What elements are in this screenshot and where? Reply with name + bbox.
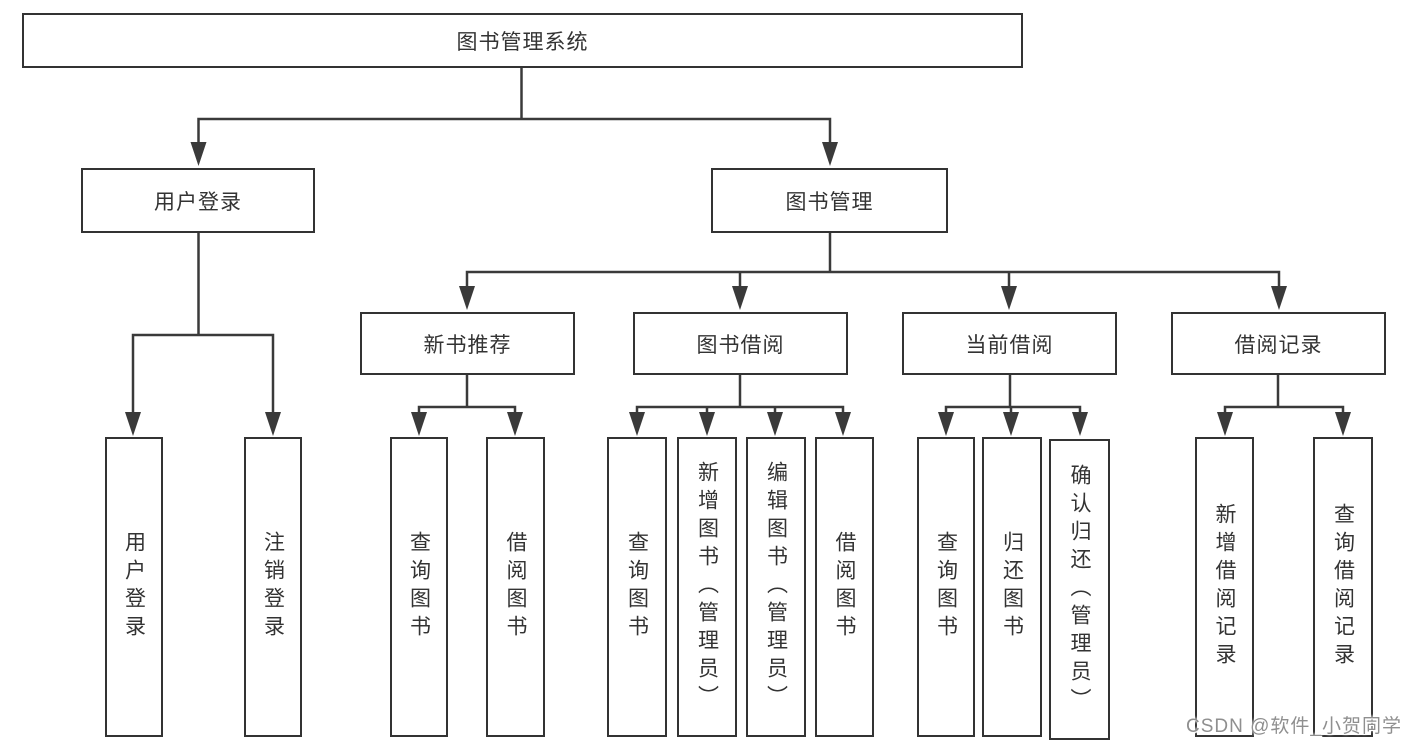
arrowhead-icon: [732, 286, 748, 310]
leaf-query-borrow-record: 查询借阅记录: [1313, 437, 1373, 737]
connector-user-login-branch: [131, 232, 275, 416]
arrowhead-icon: [459, 286, 475, 310]
connector-current-borrow-branch: [944, 374, 1082, 416]
arrowhead-icon: [938, 412, 954, 436]
arrowhead-icon: [822, 142, 838, 166]
arrowhead-icon: [507, 412, 523, 436]
node-current-borrowing: 当前借阅: [902, 312, 1117, 375]
arrowhead-icon: [190, 142, 207, 166]
connector-records-branch: [1223, 374, 1345, 416]
node-new-book-recommend: 新书推荐: [360, 312, 575, 375]
arrowhead-icon: [1001, 286, 1017, 310]
node-book-management: 图书管理: [711, 168, 948, 233]
leaf-query-books-current: 查询图书: [917, 437, 975, 737]
leaf-return-book: 归还图书: [982, 437, 1042, 737]
leaf-add-borrow-record: 新增借阅记录: [1195, 437, 1254, 737]
node-root: 图书管理系统: [22, 13, 1023, 68]
arrowhead-icon: [1003, 412, 1019, 436]
arrowhead-icon: [125, 412, 141, 436]
arrowhead-icon: [1271, 286, 1287, 310]
watermark: CSDN @软件_小贺同学: [1186, 716, 1402, 737]
arrowhead-icon: [1072, 412, 1088, 436]
leaf-confirm-return-admin: 确认归还（管理员）: [1049, 439, 1110, 740]
connector-book-borrow-branch: [635, 374, 845, 416]
connector-new-book-branch: [417, 374, 517, 416]
arrowhead-icon: [767, 412, 783, 436]
connector-level2: [197, 117, 832, 146]
leaf-borrow-books-borrow: 借阅图书: [815, 437, 874, 737]
arrowhead-icon: [1335, 412, 1351, 436]
leaf-query-books-newbook: 查询图书: [390, 437, 448, 737]
connector-level3: [465, 270, 1281, 290]
arrowhead-icon: [265, 412, 281, 436]
leaf-query-books-borrow: 查询图书: [607, 437, 667, 737]
leaf-add-book-admin: 新增图书（管理员）: [677, 437, 737, 737]
leaf-edit-book-admin: 编辑图书（管理员）: [746, 437, 806, 737]
arrowhead-icon: [699, 412, 715, 436]
arrowhead-icon: [1217, 412, 1233, 436]
leaf-borrow-books-newbook: 借阅图书: [486, 437, 545, 737]
node-user-login: 用户登录: [81, 168, 315, 233]
node-borrow-records: 借阅记录: [1171, 312, 1386, 375]
arrowhead-icon: [629, 412, 645, 436]
arrowhead-icon: [411, 412, 427, 436]
node-book-borrowing: 图书借阅: [633, 312, 848, 375]
arrowhead-icon: [835, 412, 851, 436]
leaf-logout: 注销登录: [244, 437, 302, 737]
leaf-user-login: 用户登录: [105, 437, 163, 737]
